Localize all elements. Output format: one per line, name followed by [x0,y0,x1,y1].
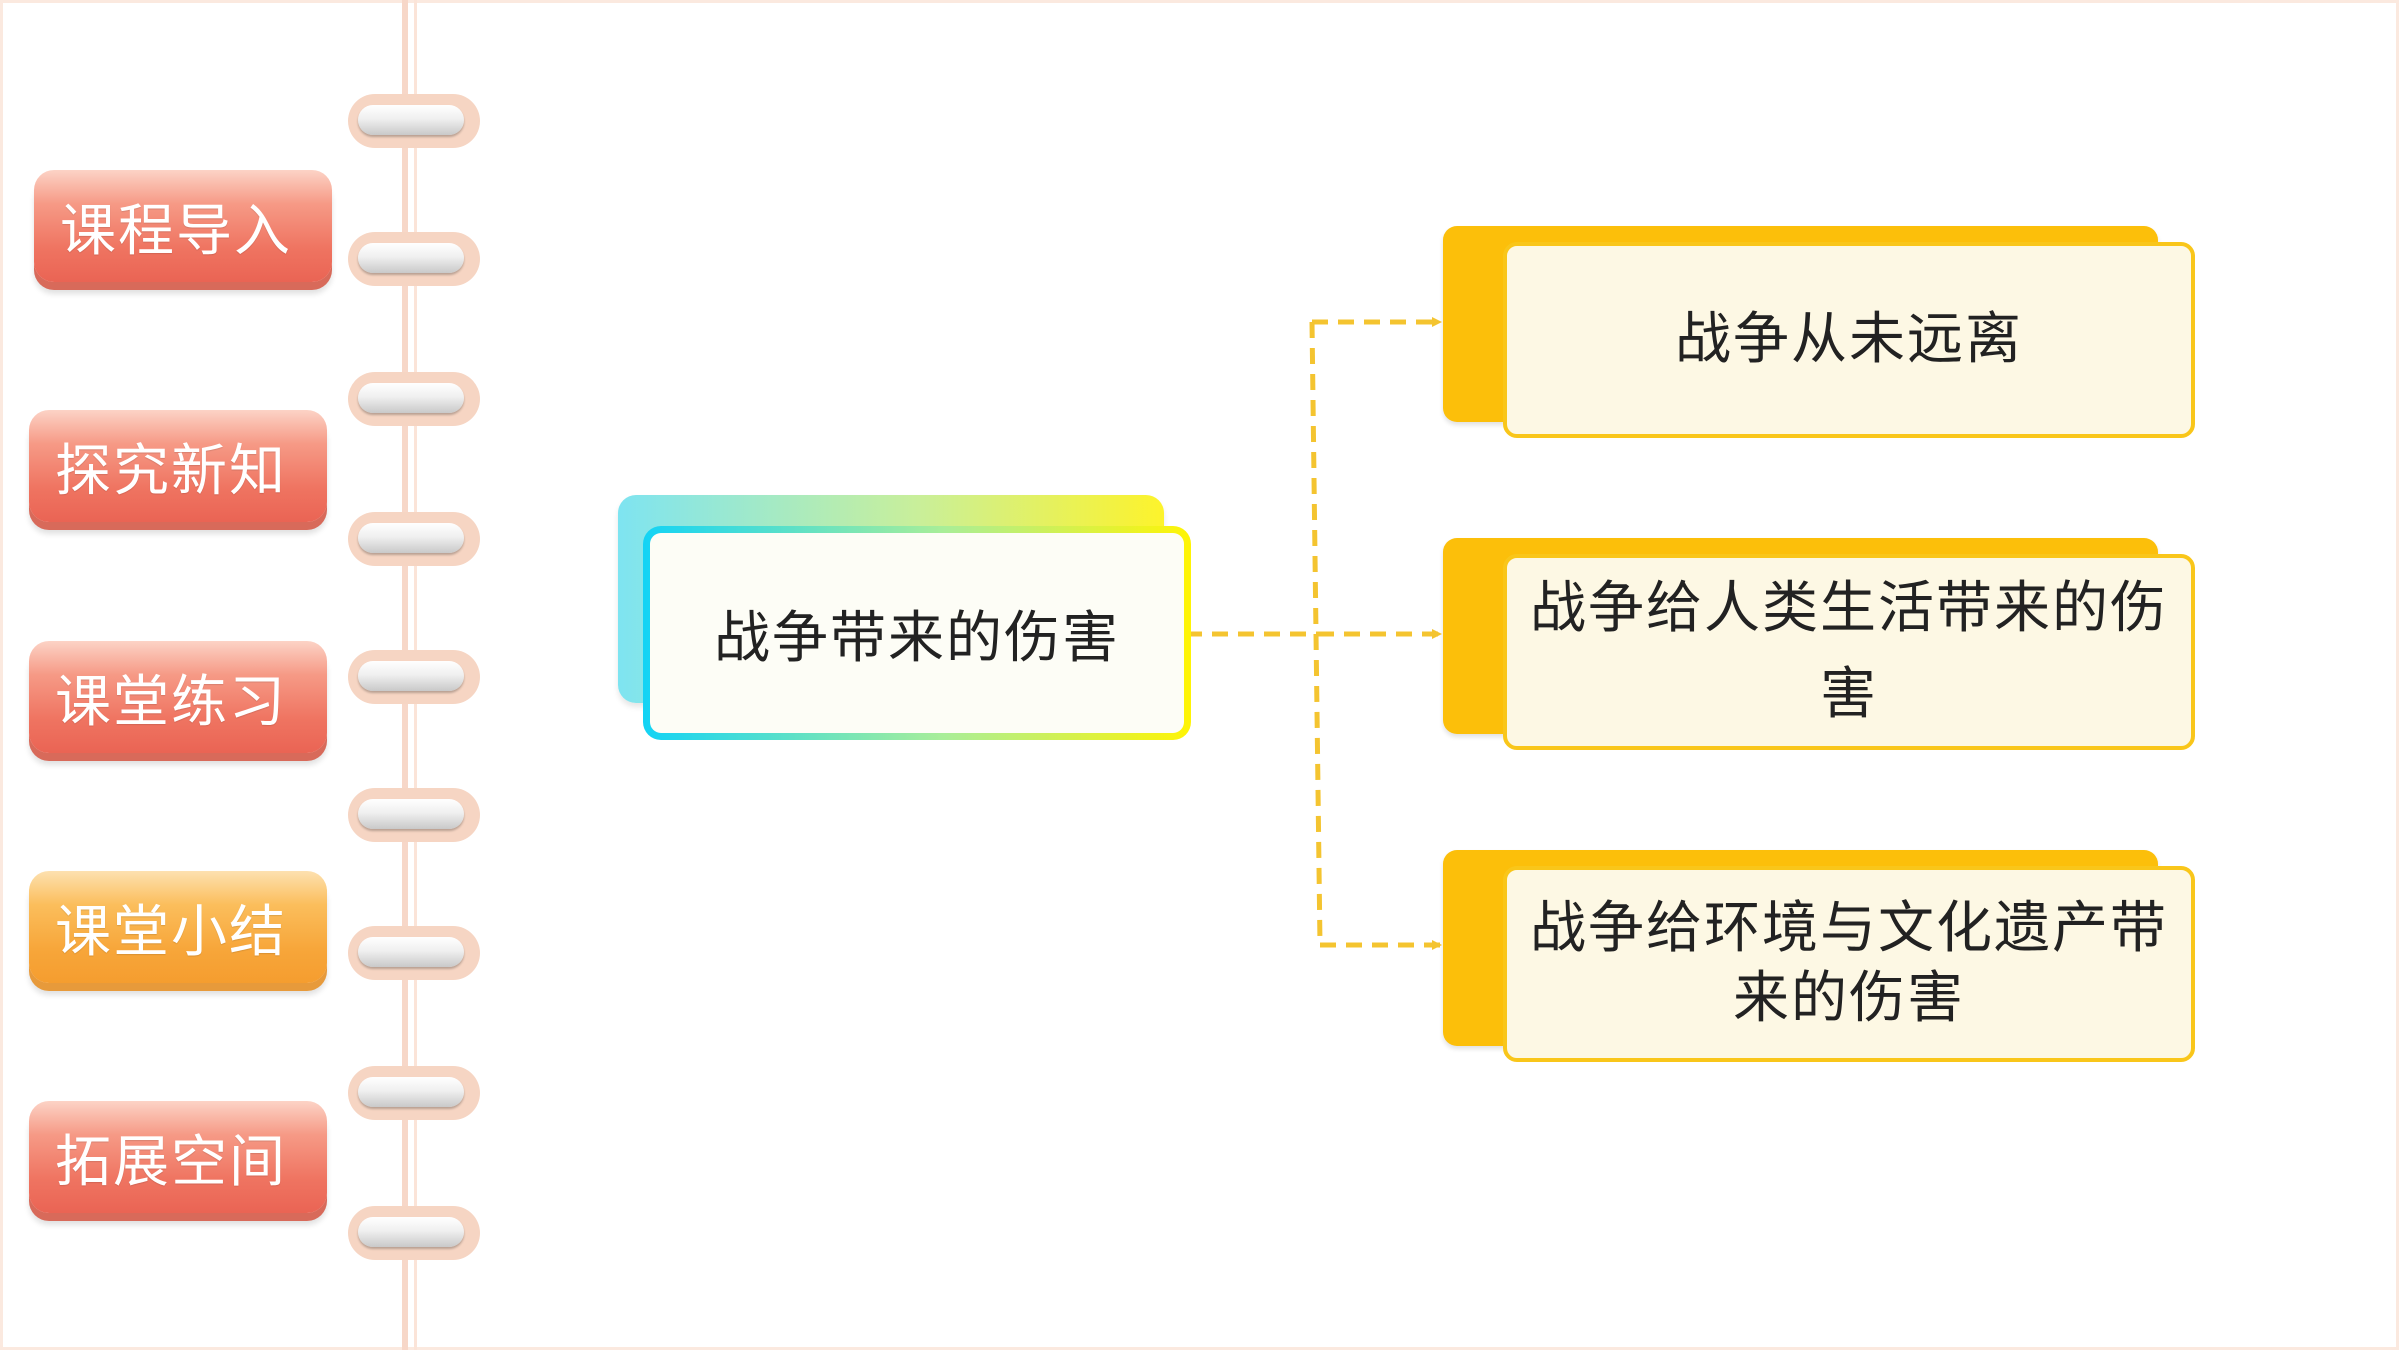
nav-item-label: 拓展空间 [55,1129,287,1195]
binder-ring [348,232,480,286]
nav-item-label: 课堂小结 [55,899,287,965]
branch-topic-2: 战争给人类生活带来的伤害 [1443,538,2195,750]
nav-item-label: 课堂练习 [55,669,287,735]
binder-ring [348,926,480,980]
nav-classroom-practice-button[interactable]: 课堂练习 [29,641,327,753]
binder-ring [348,94,480,148]
nav-item-label: 探究新知 [55,438,287,504]
nav-item-label: 课程导入 [60,198,292,264]
branch-topic-1: 战争从未远离 [1443,226,2195,438]
binder-ring [348,1066,480,1120]
binder-ring [348,788,480,842]
nav-extension-space-button[interactable]: 拓展空间 [29,1101,327,1213]
branch-topic-3: 战争给环境与文化遗产带来的伤害 [1443,850,2195,1062]
binder-ring [348,372,480,426]
nav-classroom-summary-button[interactable]: 课堂小结 [29,871,327,983]
branch-topic-label: 战争从未远离 [1675,307,2023,372]
nav-explore-new-knowledge-button[interactable]: 探究新知 [29,410,327,522]
branch-topic-label: 战争给人类生活带来的伤害 [1530,576,2168,727]
binder-ring [348,650,480,704]
binder-ring [348,512,480,566]
center-topic: 战争带来的伤害 [643,526,1191,740]
nav-course-intro-button[interactable]: 课程导入 [34,170,332,282]
branch-topic-label: 战争给环境与文化遗产带来的伤害 [1530,896,2168,1031]
binder-ring [348,1206,480,1260]
center-topic-label: 战争带来的伤害 [714,605,1120,671]
